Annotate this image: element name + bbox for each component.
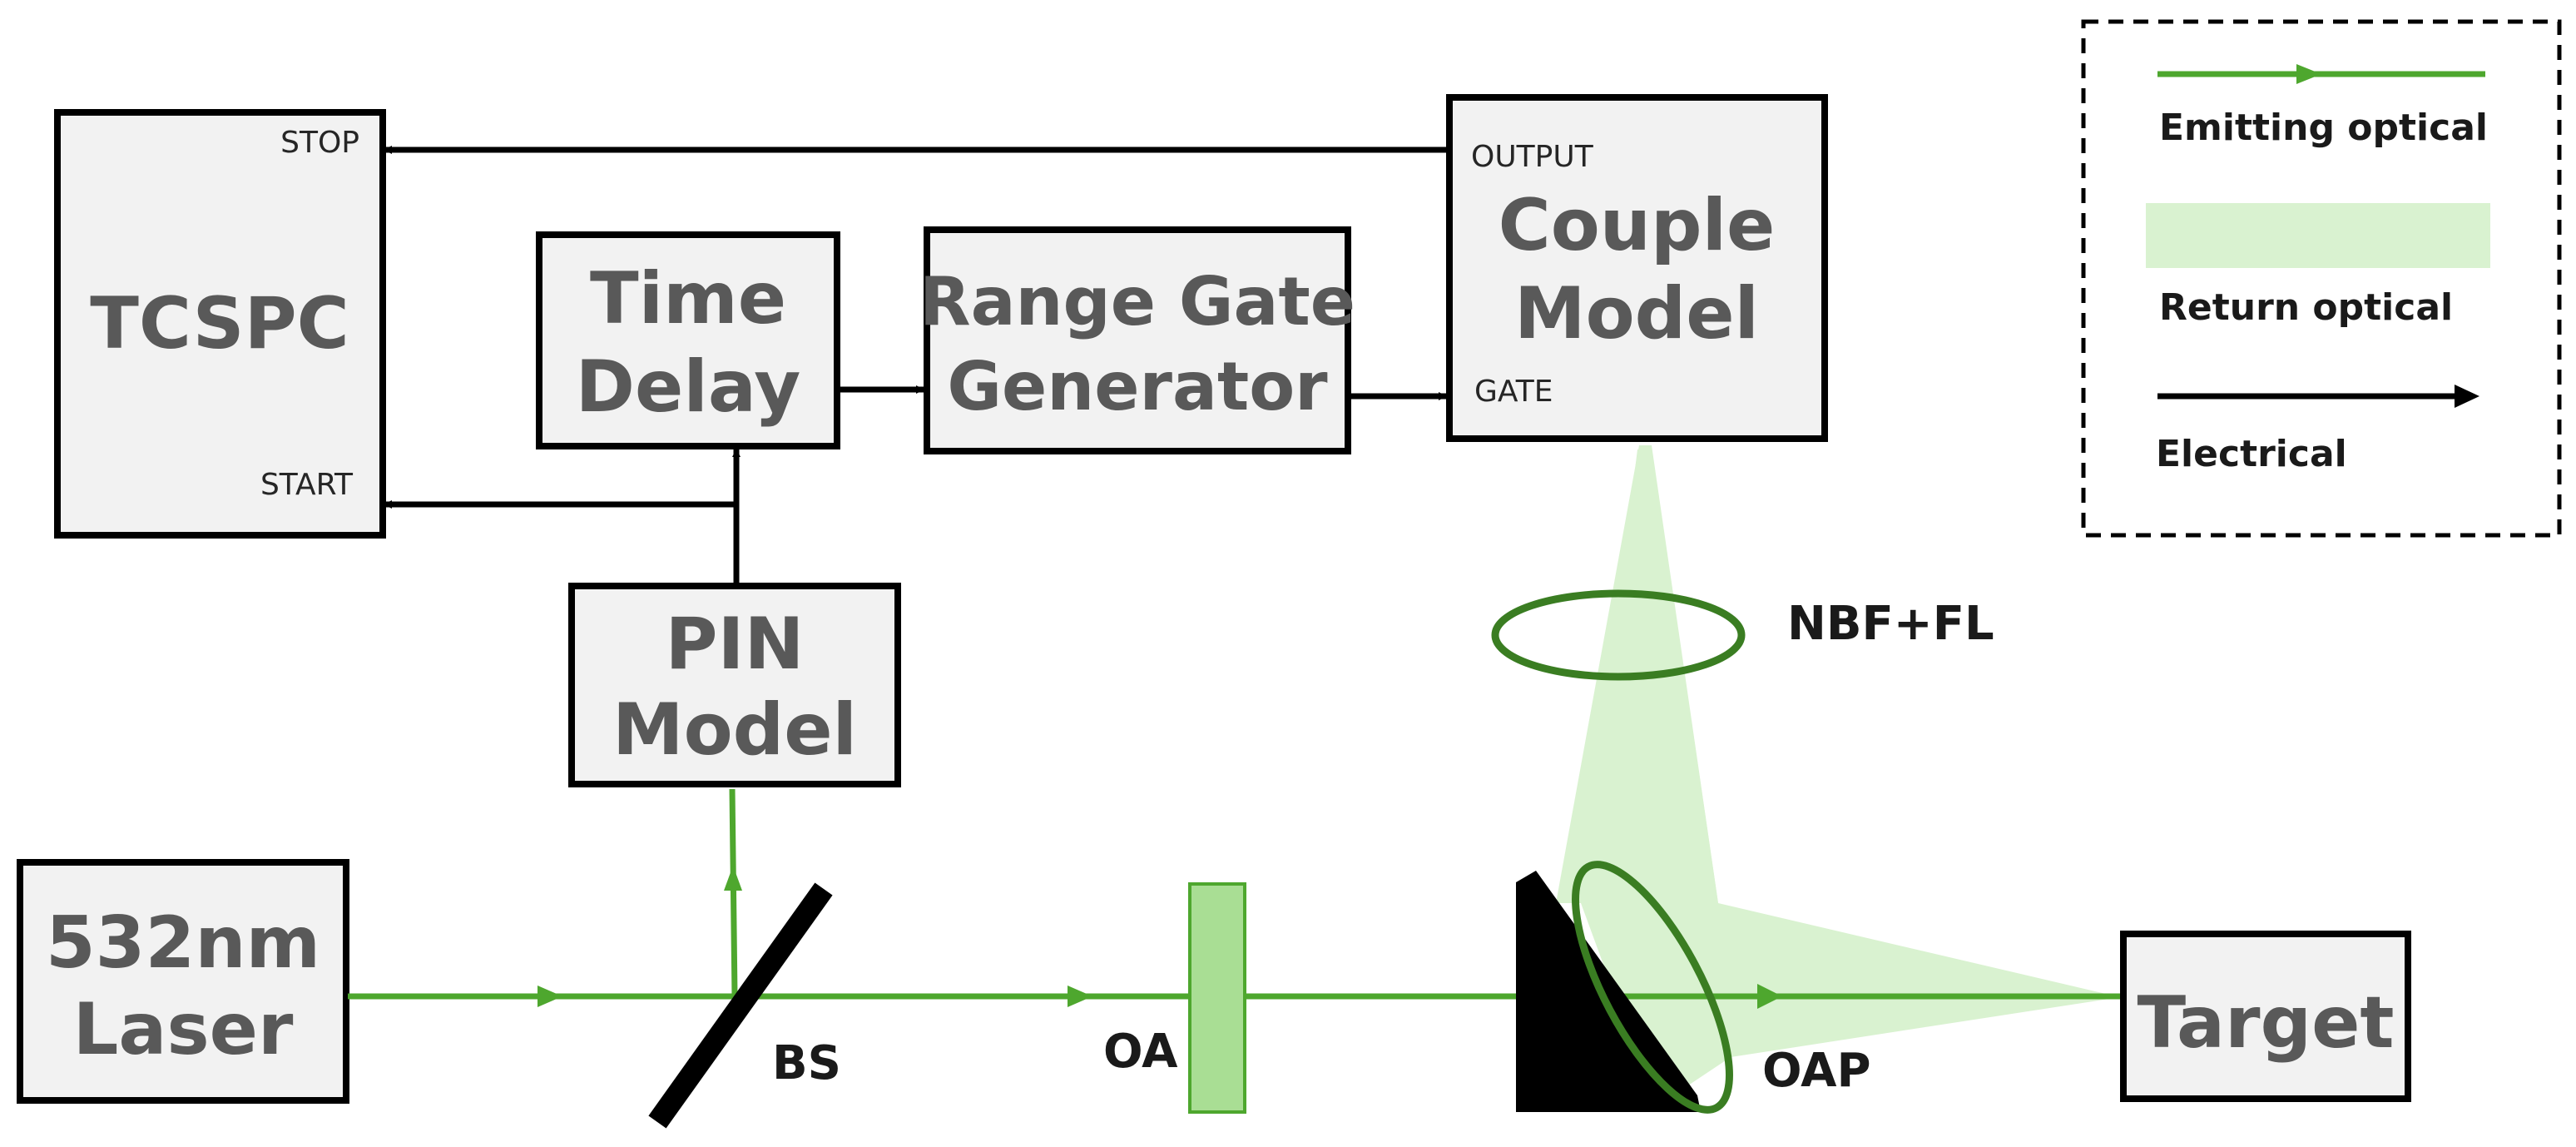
gate-port-label: GATE (1474, 375, 1553, 409)
laser-label-line2: Laser (73, 988, 294, 1071)
target-label: Target (2137, 981, 2394, 1065)
range-gate-generator-block: Range Gate Generator (919, 226, 1355, 454)
pin-model-block: PIN Model (568, 583, 901, 787)
legend-return-swatch (2146, 203, 2490, 268)
emitting-arrowhead-2 (1068, 986, 1092, 1007)
tcspc-label: TCSPC (90, 282, 349, 365)
stop-port-label: STOP (280, 126, 359, 160)
beam-splitter (648, 882, 833, 1129)
couple-model-label-line1: Couple (1499, 184, 1776, 267)
legend-return-label: Return optical (2159, 286, 2453, 329)
legend-frame (2081, 19, 2562, 538)
time-delay-label-line2: Delay (576, 345, 801, 429)
legend-electrical-label: Electrical (2156, 433, 2347, 475)
oap-label: OAP (1762, 1044, 1870, 1098)
optical-attenuator (1188, 882, 1246, 1114)
start-port-label: START (260, 468, 354, 502)
laser-label-line1: 532nm (46, 901, 320, 985)
range-gate-label-line2: Generator (947, 348, 1328, 425)
return-beam-upward (1581, 449, 2120, 1107)
tcspc-block: TCSPC STOP START (54, 109, 386, 539)
couple-model-label-line2: Model (1514, 272, 1759, 355)
legend-electrical-arrowhead (2455, 385, 2479, 408)
range-gate-label-line1: Range Gate (919, 263, 1355, 340)
emitting-beam-to-pin (729, 788, 738, 997)
couple-model-block: Couple Model OUTPUT GATE (1446, 94, 1828, 442)
legend-emitting-label: Emitting optical (2159, 107, 2488, 149)
time-delay-block: Time Delay (536, 231, 840, 449)
legend-emitting-arrowhead (2296, 64, 2321, 84)
oap-mirror (1572, 861, 1733, 1114)
oa-label: OA (1103, 1025, 1178, 1079)
time-delay-label-line1: Time (590, 257, 786, 340)
nbf-fl-label: NBF+FL (1787, 597, 1994, 651)
emitting-arrowhead-1 (537, 986, 562, 1007)
pin-model-label-line2: Model (612, 688, 857, 772)
oap-mount (1516, 871, 1701, 1112)
pin-model-label-line1: PIN (665, 603, 804, 686)
nbf-fl-lens (1491, 589, 1746, 681)
emitting-arrowhead-3 (1757, 984, 1782, 1009)
output-port-label: OUTPUT (1471, 140, 1594, 174)
target-block: Target (2120, 931, 2411, 1102)
laser-block: 532nm Laser (17, 859, 349, 1104)
bs-label: BS (772, 1036, 841, 1090)
emitting-arrowhead-up (724, 866, 742, 891)
